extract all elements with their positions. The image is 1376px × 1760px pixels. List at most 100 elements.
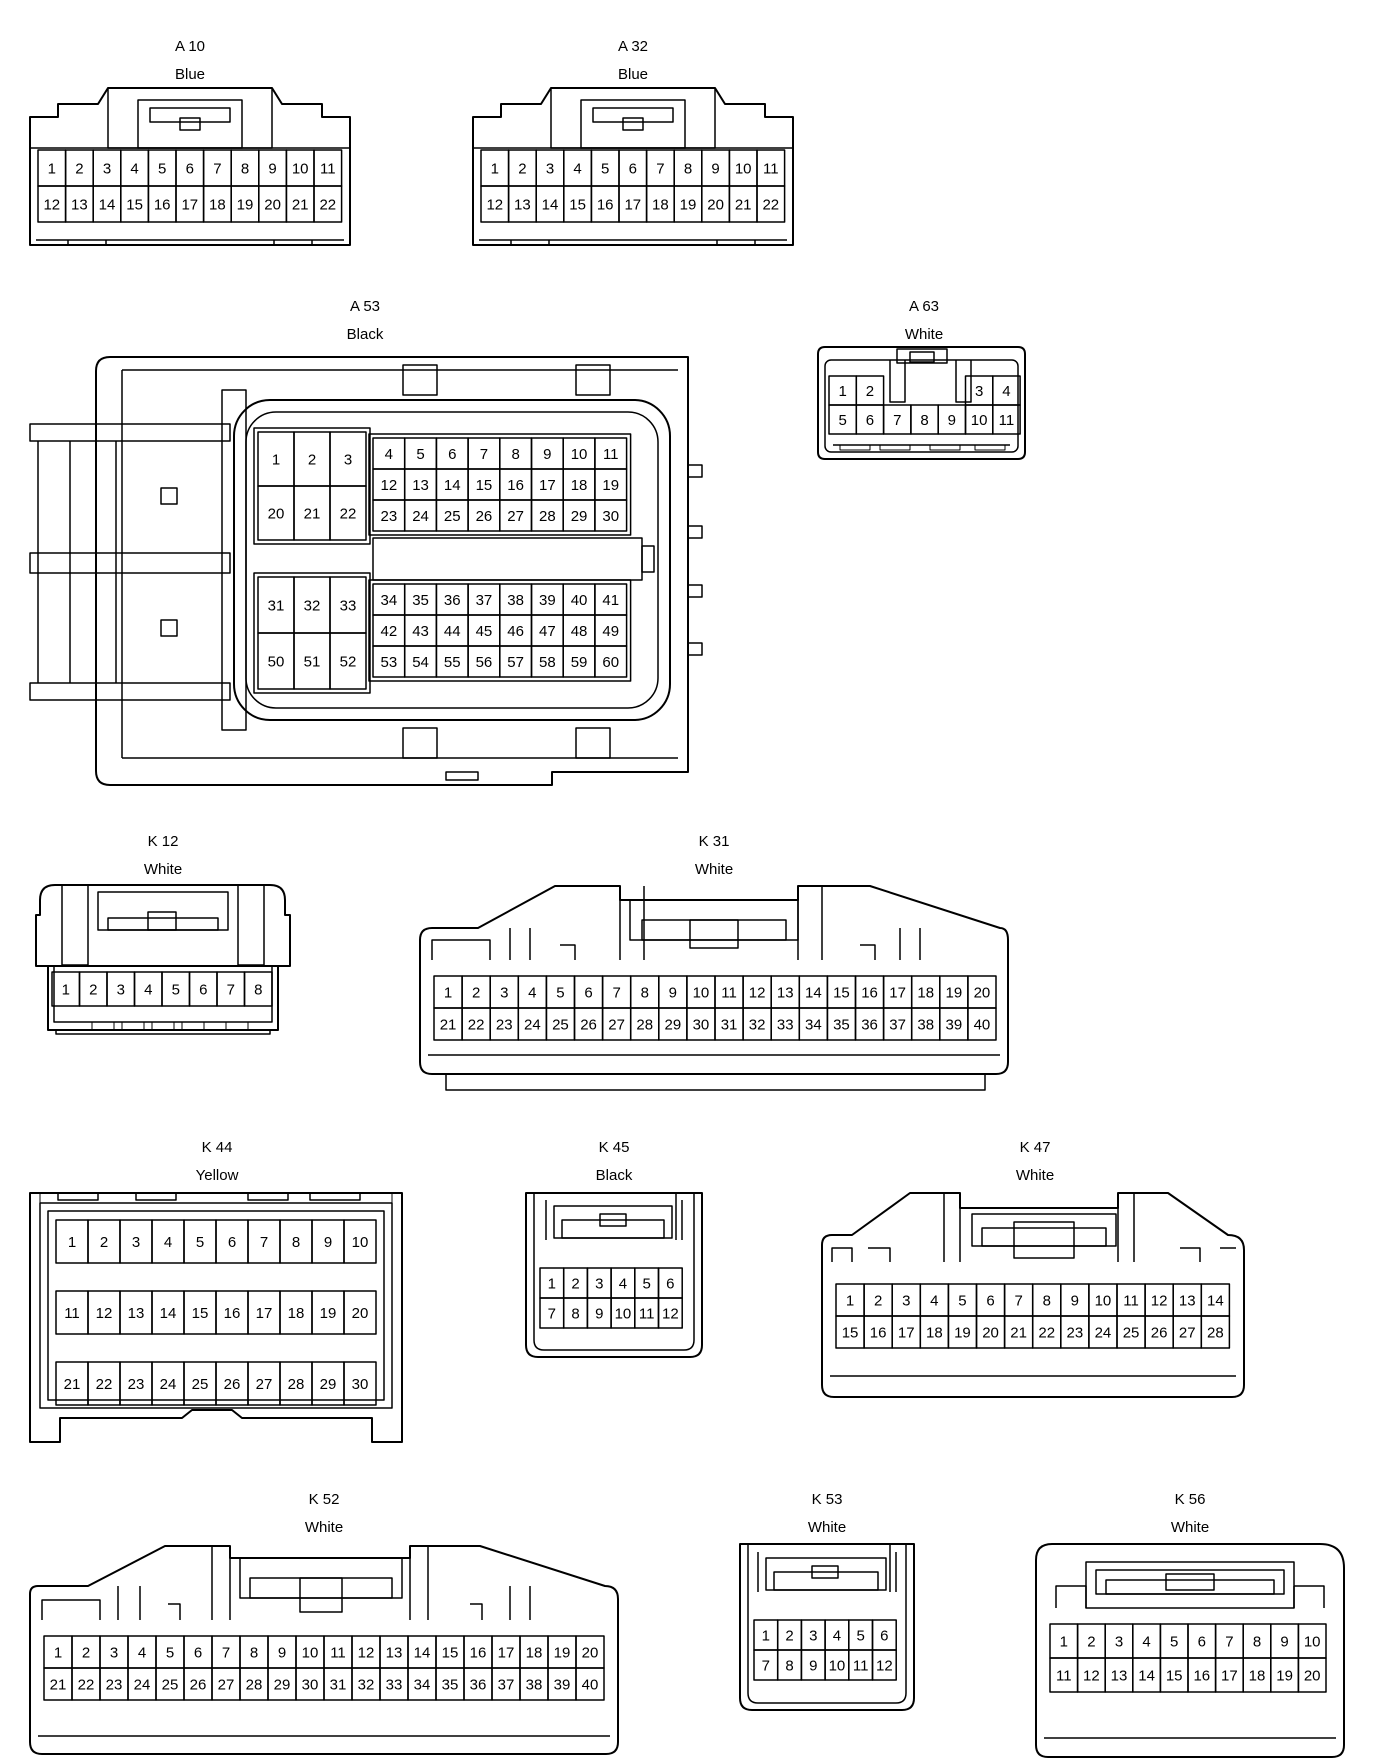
pin-number: 12 bbox=[749, 985, 766, 1002]
pin-number: 6 bbox=[666, 1276, 674, 1293]
connector-housing bbox=[525, 1192, 703, 1358]
pin-number: 16 bbox=[861, 985, 878, 1002]
pin-number: 4 bbox=[385, 446, 393, 463]
pin-block-frame bbox=[253, 427, 371, 545]
pin-number: 7 bbox=[656, 161, 664, 178]
pin-number: 33 bbox=[340, 598, 357, 615]
connector-code: K 45 bbox=[599, 1139, 630, 1156]
pin-number: 2 bbox=[785, 1628, 793, 1645]
pin-number: 20 bbox=[352, 1305, 369, 1322]
pin-number: 17 bbox=[1221, 1668, 1238, 1685]
pin-number: 38 bbox=[507, 592, 524, 609]
pin-number: 31 bbox=[330, 1677, 347, 1694]
pin-cell bbox=[1297, 1657, 1327, 1693]
pin-number: 36 bbox=[444, 592, 461, 609]
pin-number: 1 bbox=[838, 383, 846, 400]
pin-number: 7 bbox=[1014, 1293, 1022, 1310]
pin-number: 11 bbox=[1123, 1293, 1139, 1310]
pin-number: 7 bbox=[1225, 1634, 1233, 1651]
pin-number: 21 bbox=[304, 506, 321, 523]
pin-number: 8 bbox=[511, 446, 519, 463]
pin-number: 23 bbox=[106, 1677, 123, 1694]
connector-color: White bbox=[305, 1519, 343, 1536]
pin-number: 15 bbox=[476, 477, 493, 494]
connector-code: K 47 bbox=[1020, 1139, 1051, 1156]
pin-number: 8 bbox=[254, 982, 262, 999]
pin-number: 5 bbox=[856, 1628, 864, 1645]
pin-number: 26 bbox=[224, 1376, 241, 1393]
pin-number: 57 bbox=[507, 654, 524, 671]
pin-number: 39 bbox=[539, 592, 556, 609]
pin-number: 8 bbox=[785, 1658, 793, 1675]
pin-number: 21 bbox=[292, 197, 309, 214]
pin-number: 24 bbox=[134, 1677, 151, 1694]
pin-number: 6 bbox=[186, 161, 194, 178]
pin-number: 35 bbox=[412, 592, 429, 609]
pin-number: 29 bbox=[665, 1017, 682, 1034]
pin-number: 3 bbox=[500, 985, 508, 1002]
pin-number: 1 bbox=[62, 982, 70, 999]
pin-number: 24 bbox=[1095, 1325, 1112, 1342]
pin-number: 8 bbox=[250, 1645, 258, 1662]
pin-number: 9 bbox=[948, 412, 956, 429]
pin-number: 5 bbox=[158, 161, 166, 178]
pin-number: 16 bbox=[154, 197, 171, 214]
pin-number: 19 bbox=[602, 477, 619, 494]
pin-number: 1 bbox=[48, 161, 56, 178]
pin-number: 3 bbox=[117, 982, 125, 999]
pin-number: 10 bbox=[615, 1306, 632, 1323]
pin-number: 2 bbox=[100, 1234, 108, 1251]
pin-number: 5 bbox=[196, 1234, 204, 1251]
pin-number: 1 bbox=[54, 1645, 62, 1662]
pin-number: 4 bbox=[833, 1628, 841, 1645]
pin-number: 6 bbox=[880, 1628, 888, 1645]
pin-number: 25 bbox=[1123, 1325, 1140, 1342]
pin-number: 14 bbox=[99, 197, 116, 214]
connector-code: K 31 bbox=[699, 833, 730, 850]
pin-number: 9 bbox=[809, 1658, 817, 1675]
connector-housing bbox=[1035, 1543, 1345, 1758]
pin-number: 1 bbox=[444, 985, 452, 1002]
connector-color: White bbox=[905, 326, 943, 343]
connector-code: A 63 bbox=[909, 298, 939, 315]
pin-number: 13 bbox=[128, 1305, 145, 1322]
pin-number: 13 bbox=[386, 1645, 403, 1662]
connector-code: K 53 bbox=[812, 1491, 843, 1508]
pin-number: 19 bbox=[954, 1325, 971, 1342]
pin-number: 2 bbox=[1087, 1634, 1095, 1651]
pin-number: 53 bbox=[381, 654, 398, 671]
pin-number: 5 bbox=[172, 982, 180, 999]
pin-number: 21 bbox=[50, 1677, 67, 1694]
pin-number: 8 bbox=[920, 412, 928, 429]
connector-code: K 12 bbox=[148, 833, 179, 850]
pin-number: 18 bbox=[917, 985, 934, 1002]
pin-number: 14 bbox=[1207, 1293, 1224, 1310]
connector-color: White bbox=[695, 861, 733, 878]
pin-number: 13 bbox=[1111, 1668, 1128, 1685]
pin-cell bbox=[594, 499, 628, 532]
pin-number: 21 bbox=[64, 1376, 81, 1393]
pin-number: 20 bbox=[982, 1325, 999, 1342]
pin-cell bbox=[992, 404, 1021, 435]
pin-number: 26 bbox=[190, 1677, 207, 1694]
pin-number: 1 bbox=[1060, 1634, 1068, 1651]
pin-number: 12 bbox=[358, 1645, 375, 1662]
pin-number: 43 bbox=[412, 623, 429, 640]
pin-number: 1 bbox=[272, 452, 280, 469]
connector-color: White bbox=[1171, 1519, 1209, 1536]
pin-number: 26 bbox=[476, 508, 493, 525]
pin-number: 37 bbox=[498, 1677, 515, 1694]
pin-cell bbox=[756, 185, 786, 223]
pin-number: 35 bbox=[442, 1677, 459, 1694]
pin-block-frame bbox=[368, 433, 632, 536]
pin-number: 7 bbox=[260, 1234, 268, 1251]
pin-number: 9 bbox=[711, 161, 719, 178]
